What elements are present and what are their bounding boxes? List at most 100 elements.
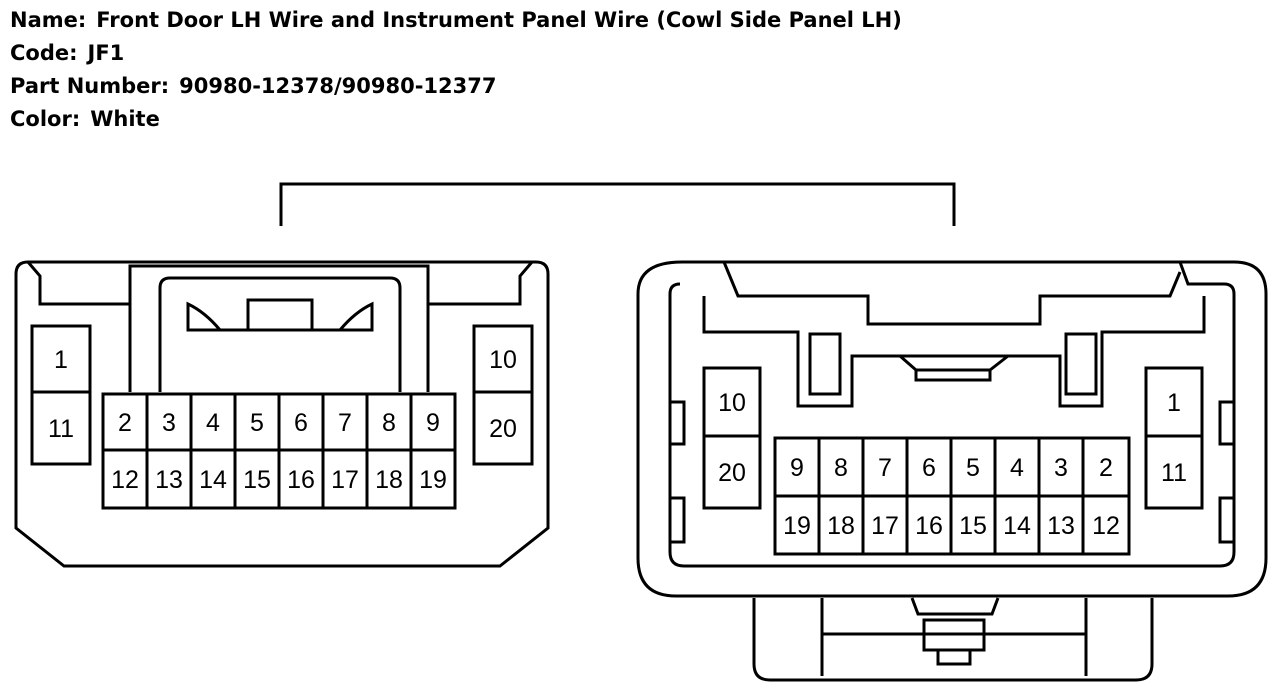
connector-right-inner-frame	[702, 296, 1206, 408]
part-number-label: Part Number:	[10, 74, 170, 98]
pin-row-left-bottom: 12 13 14 15 16 17 18 19	[101, 448, 457, 510]
pin-cavity: 18	[365, 448, 413, 510]
pin-cavity-left-11: 11	[30, 390, 92, 466]
pin-number: 15	[243, 466, 271, 494]
connector-left-inner	[26, 261, 534, 306]
pin-cavity-left-10: 10	[472, 324, 534, 394]
pin-cavity: 3	[1037, 436, 1085, 498]
connector-right-latch	[808, 332, 1098, 396]
name-label: Name:	[10, 8, 87, 32]
pin-number: 12	[111, 466, 139, 494]
pin-number: 17	[331, 466, 359, 494]
pin-number: 1	[1167, 389, 1181, 417]
pin-number: 6	[294, 409, 308, 437]
pin-cavity-right-10: 10	[702, 366, 762, 438]
pin-cavity: 2	[1081, 436, 1131, 498]
mating-bracket	[279, 182, 956, 226]
connector-right-inner	[668, 261, 1236, 568]
pin-cavity: 19	[409, 448, 457, 510]
code-line: Code:JF1	[10, 37, 902, 70]
pin-number: 4	[206, 409, 220, 437]
pin-cavity: 16	[277, 448, 325, 510]
pin-cavity: 8	[365, 392, 413, 452]
pin-number: 2	[1099, 454, 1113, 482]
pin-number: 20	[489, 415, 517, 443]
pin-row-right-bottom: 19 18 17 16 15 14 13 12	[773, 494, 1131, 556]
pin-number: 9	[790, 454, 804, 482]
color-value: White	[90, 107, 160, 131]
pin-number: 13	[1047, 512, 1075, 540]
pin-number: 3	[1054, 454, 1068, 482]
pin-cavity-left-1: 1	[30, 324, 92, 394]
pin-cavity: 3	[145, 392, 193, 452]
pin-cavity-right-11: 11	[1144, 434, 1204, 510]
pin-cavity: 4	[993, 436, 1041, 498]
connector-right: 10 20 1 11 9 8 7 6 5 4 3 2 19 18 17 16	[636, 260, 1268, 682]
pin-number: 18	[375, 466, 403, 494]
pin-cavity: 9	[773, 436, 821, 498]
pin-number: 7	[338, 409, 352, 437]
pin-cavity: 6	[905, 436, 953, 498]
pin-cavity: 12	[101, 448, 149, 510]
pin-number: 19	[783, 512, 811, 540]
connector-left-outline	[14, 260, 550, 568]
pin-number: 2	[118, 409, 132, 437]
color-line: Color: White	[10, 103, 902, 136]
pin-number: 11	[1161, 459, 1187, 487]
pin-number: 8	[834, 454, 848, 482]
pin-cavity: 17	[861, 494, 909, 556]
pin-number: 10	[489, 346, 517, 374]
pin-cavity: 14	[993, 494, 1041, 556]
pin-cavity: 15	[233, 448, 281, 510]
pin-number: 10	[718, 389, 746, 417]
pin-number: 6	[922, 454, 936, 482]
pin-number: 20	[718, 459, 746, 487]
pin-cavity: 17	[321, 448, 369, 510]
pin-cavity: 15	[949, 494, 997, 556]
pin-number: 5	[966, 454, 980, 482]
pin-number: 13	[155, 466, 183, 494]
pin-number: 14	[199, 466, 227, 494]
pin-cavity: 7	[321, 392, 369, 452]
pin-row-right-top: 9 8 7 6 5 4 3 2	[773, 436, 1131, 498]
color-label: Color:	[10, 107, 81, 131]
part-number-value: 90980-12378/90980-12377	[179, 74, 497, 98]
pin-cavity: 4	[189, 392, 237, 452]
pin-cavity-left-20: 20	[472, 390, 534, 466]
pin-number: 4	[1010, 454, 1024, 482]
code-value: JF1	[87, 41, 125, 65]
pin-cavity: 5	[233, 392, 281, 452]
pin-row-left-top: 2 3 4 5 6 7 8 9	[101, 392, 457, 452]
pin-number: 18	[827, 512, 855, 540]
pin-number: 19	[419, 466, 447, 494]
pin-number: 11	[48, 415, 74, 443]
pin-number: 7	[878, 454, 892, 482]
pin-number: 1	[54, 346, 68, 374]
pin-number: 5	[250, 409, 264, 437]
part-number-line: Part Number: 90980-12378/90980-12377	[10, 70, 902, 103]
pin-number: 15	[959, 512, 987, 540]
pin-cavity: 16	[905, 494, 953, 556]
pin-cavity-right-20: 20	[702, 434, 762, 510]
pin-cavity: 18	[817, 494, 865, 556]
pin-cavity: 14	[189, 448, 237, 510]
pin-number: 16	[287, 466, 315, 494]
connector-right-outline	[636, 260, 1268, 598]
pin-cavity: 13	[145, 448, 193, 510]
pin-cavity: 12	[1081, 494, 1131, 556]
pin-cavity: 6	[277, 392, 325, 452]
connector-left: 1 11 10 20 2 3 4 5 6 7 8 9 12 13 14 15	[14, 260, 550, 568]
pin-cavity: 19	[773, 494, 821, 556]
pin-cavity: 7	[861, 436, 909, 498]
pin-cavity: 9	[409, 392, 457, 452]
connector-left-latch	[128, 276, 430, 392]
name-line: Name: Front Door LH Wire and Instrument P…	[10, 4, 902, 37]
pin-cavity-right-1: 1	[1144, 366, 1204, 438]
pin-cavity: 5	[949, 436, 997, 498]
pin-cavity: 2	[101, 392, 149, 452]
connector-info: Name: Front Door LH Wire and Instrument P…	[10, 4, 902, 136]
pin-number: 17	[871, 512, 899, 540]
pin-number: 3	[162, 409, 176, 437]
name-value: Front Door LH Wire and Instrument Panel …	[96, 8, 902, 32]
